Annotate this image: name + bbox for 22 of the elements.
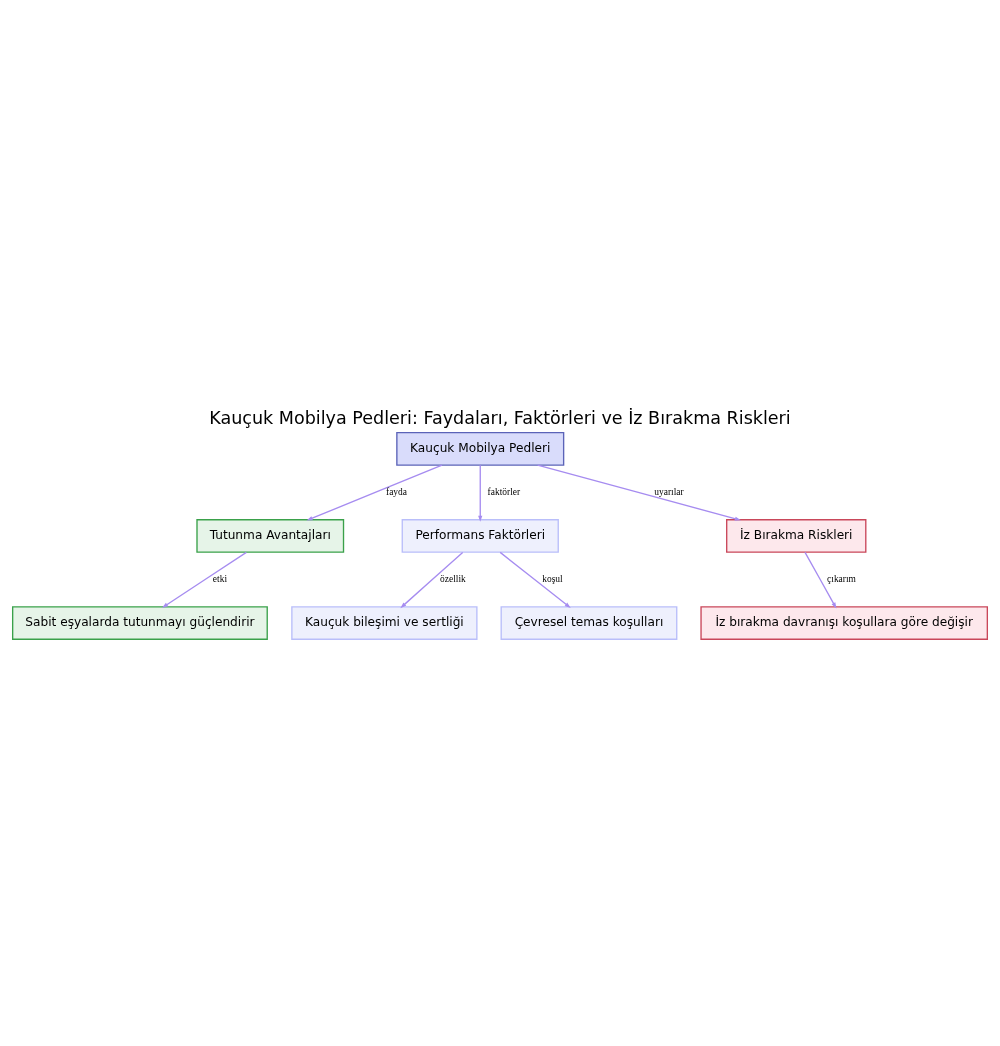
- node-box: Tutunma Avantajları: [196, 518, 345, 553]
- node-box: İz bırakma davranışı koşullara göre değişir: [700, 605, 988, 640]
- diagram-title: Kauçuk Mobilya Pedleri: Faydaları, Faktörleri ve İz Bırakma Riskleri: [209, 407, 791, 428]
- arrow: [306, 464, 443, 520]
- edge-label: uyarılar: [654, 486, 684, 497]
- arrow: [499, 551, 571, 608]
- node-box: Çevresel temas koşulları: [500, 605, 678, 640]
- arrow: [537, 463, 741, 521]
- edge-label: etki: [212, 573, 228, 584]
- arrow: [804, 551, 837, 609]
- node-box: Performans Faktörleri: [401, 518, 559, 553]
- arrow: [162, 551, 248, 608]
- edge-label: özellik: [440, 573, 466, 584]
- edge-label: koşul: [542, 573, 563, 584]
- edge-label: fayda: [386, 486, 408, 497]
- edge-label: faktörler: [487, 486, 521, 497]
- edge-label: çıkarım: [827, 573, 856, 584]
- node-box: Kauçuk Mobilya Pedleri: [396, 431, 565, 466]
- node-box: Kauçuk bileşimi ve sertliği: [291, 605, 478, 640]
- arrow: [478, 464, 483, 522]
- arrow: [400, 551, 464, 608]
- node-box: Sabit eşyalarda tutunmayı güçlendirir: [12, 605, 268, 640]
